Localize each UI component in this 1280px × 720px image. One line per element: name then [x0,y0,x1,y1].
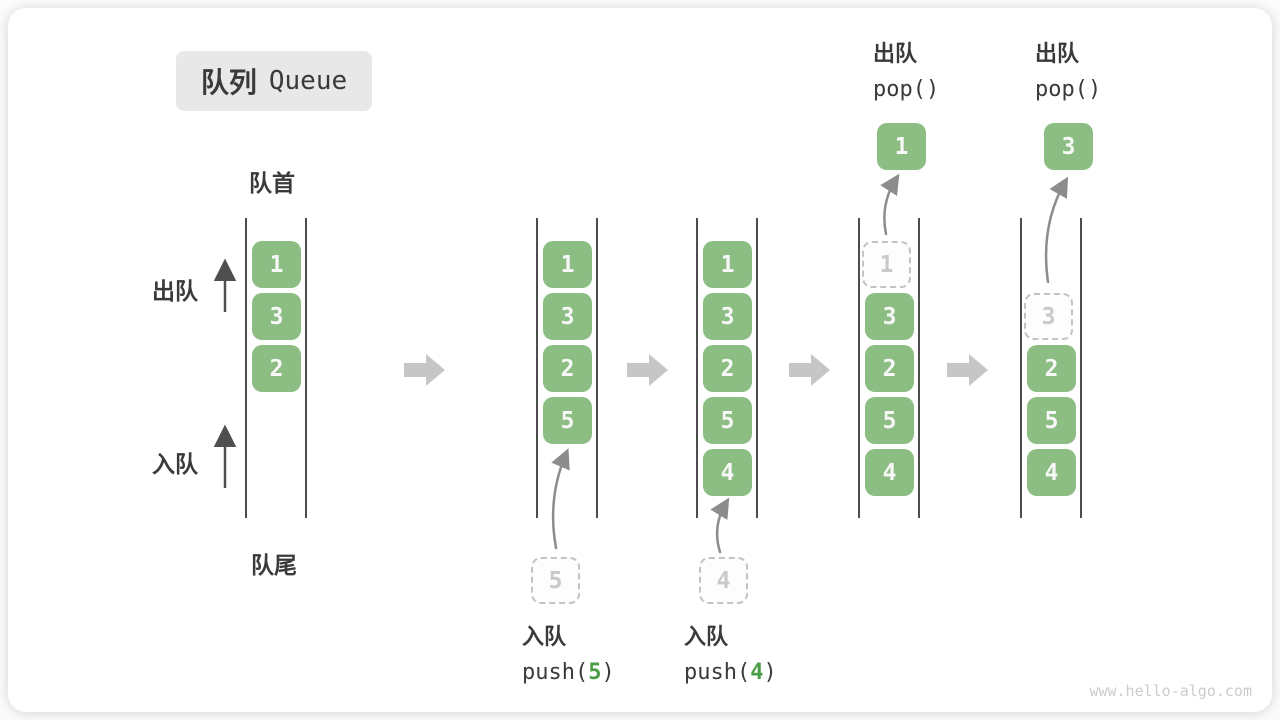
queue-cell: 1 [703,241,752,288]
op-code: pop() [873,77,940,102]
queue-cell: 3 [543,293,592,340]
queue-wall [696,218,698,518]
queue-rear-label: 队尾 [251,553,297,579]
queue-wall [305,218,307,518]
queue-wall [756,218,758,518]
op-action: 入队 [522,625,567,650]
op-action: 出队 [1035,42,1080,67]
queue-cell: 4 [1027,449,1076,496]
queue-cell: 5 [865,397,914,444]
removed-cell: 3 [1024,293,1073,340]
dequeue-curve-arrow-icon [1044,176,1069,284]
op-action: 入队 [684,625,729,650]
queue-cell: 1 [252,241,301,288]
queue-wall [245,218,247,518]
queue-wall [918,218,920,518]
transition-arrow-icon [789,354,830,386]
queue-wall [596,218,598,518]
queue-wall [1080,218,1082,518]
dequeue-operation-label: 出队 pop() [873,39,939,105]
transition-arrow-icon [627,354,668,386]
op-code: push(4) [684,660,777,685]
dequeue-label: 出队 [152,279,198,305]
enqueue-label: 入队 [152,452,198,478]
queue-cell: 3 [865,293,914,340]
queue-cell: 2 [703,345,752,392]
queue-cell: 5 [703,397,752,444]
removed-cell: 1 [862,241,911,288]
enqueue-operation-label: 入队 push(4) [684,622,777,688]
queue-cell: 2 [252,345,301,392]
diagram-card: 队列 Queue 队首 队尾 出队 入队 1 3 2 1 3 2 5 5 [8,8,1272,712]
title-box: 队列 Queue [176,51,372,111]
dequeue-curve-arrow-icon [880,173,900,236]
queue-cell: 3 [252,293,301,340]
pending-cell: 4 [699,557,748,604]
queue-cell: 2 [1027,345,1076,392]
queue-wall [536,218,538,518]
op-code: push(5) [522,660,615,685]
transition-arrow-icon [404,354,445,386]
queue-wall [1020,218,1022,518]
queue-cell: 3 [703,293,752,340]
enqueue-up-arrow-icon [213,424,237,488]
title-en: Queue [268,66,348,96]
dequeue-up-arrow-icon [213,258,237,312]
enqueue-curve-arrow-icon [551,448,570,550]
popped-cell: 1 [877,123,926,170]
transition-arrow-icon [947,354,988,386]
queue-cell: 4 [865,449,914,496]
pending-cell: 5 [531,557,580,604]
queue-cell: 5 [1027,397,1076,444]
queue-cell: 5 [543,397,592,444]
watermark: www.hello-algo.com [1089,682,1252,700]
op-code: pop() [1035,77,1102,102]
queue-cell: 1 [543,241,592,288]
dequeue-operation-label: 出队 pop() [1035,39,1101,105]
enqueue-curve-arrow-icon [710,497,730,554]
title-zh: 队列 [200,66,257,99]
enqueue-operation-label: 入队 push(5) [522,622,615,688]
op-action: 出队 [873,42,918,67]
queue-cell: 2 [543,345,592,392]
queue-front-label: 队首 [249,171,295,197]
queue-wall [858,218,860,518]
queue-cell: 2 [865,345,914,392]
popped-cell: 3 [1044,123,1093,170]
queue-cell: 4 [703,449,752,496]
